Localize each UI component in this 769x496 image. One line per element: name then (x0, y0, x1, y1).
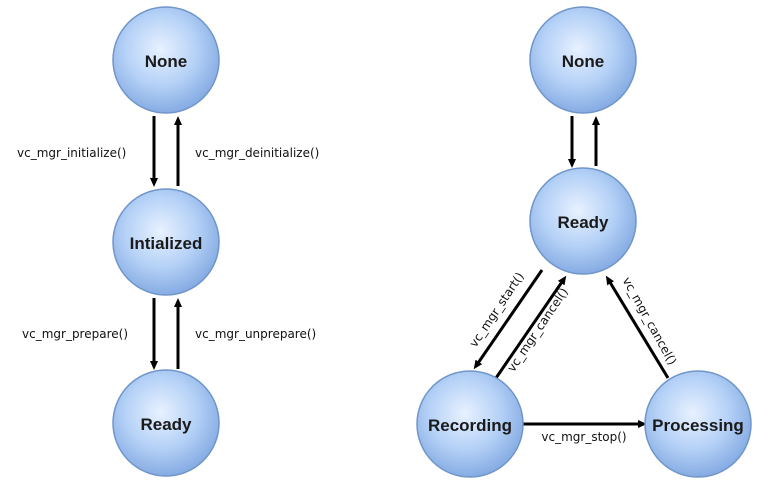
state-label: Ready (140, 415, 192, 434)
state-label: None (562, 52, 605, 71)
state-node-none-left: None (112, 6, 220, 114)
arrow-cancel-from-processing (605, 275, 670, 379)
state-node-none-right: None (529, 6, 637, 114)
state-label: Recording (428, 416, 512, 435)
state-node-recording: Recording (416, 370, 524, 478)
state-node-ready-left: Ready (112, 369, 220, 477)
state-label: Processing (652, 416, 744, 435)
edge-label-stop: vc_mgr_stop() (541, 430, 626, 444)
state-node-processing: Processing (644, 370, 752, 478)
edge-label-cancel-from-processing: vc_mgr_cancel() (620, 275, 680, 368)
state-node-ready-right: Ready (529, 167, 637, 275)
state-node-initialized: Intialized (112, 188, 220, 296)
edge-label-unprepare: vc_mgr_unprepare() (195, 327, 316, 341)
state-label: Ready (557, 213, 609, 232)
arrow-start (473, 269, 544, 370)
arrow-cancel-from-recording (494, 275, 567, 379)
edge-label-initialize: vc_mgr_initialize() (17, 146, 126, 160)
edge-label-cancel-from-recording: vc_mgr_cancel() (504, 285, 571, 374)
state-label: None (145, 52, 188, 71)
left-state-diagram: None Intialized Ready vc_mgr_initialize(… (17, 6, 319, 477)
right-state-diagram: None Ready Recording Processing vc_mgr_s… (416, 6, 752, 478)
edge-label-prepare: vc_mgr_prepare() (22, 327, 128, 341)
edge-label-deinitialize: vc_mgr_deinitialize() (195, 146, 319, 160)
state-label: Intialized (130, 234, 203, 253)
